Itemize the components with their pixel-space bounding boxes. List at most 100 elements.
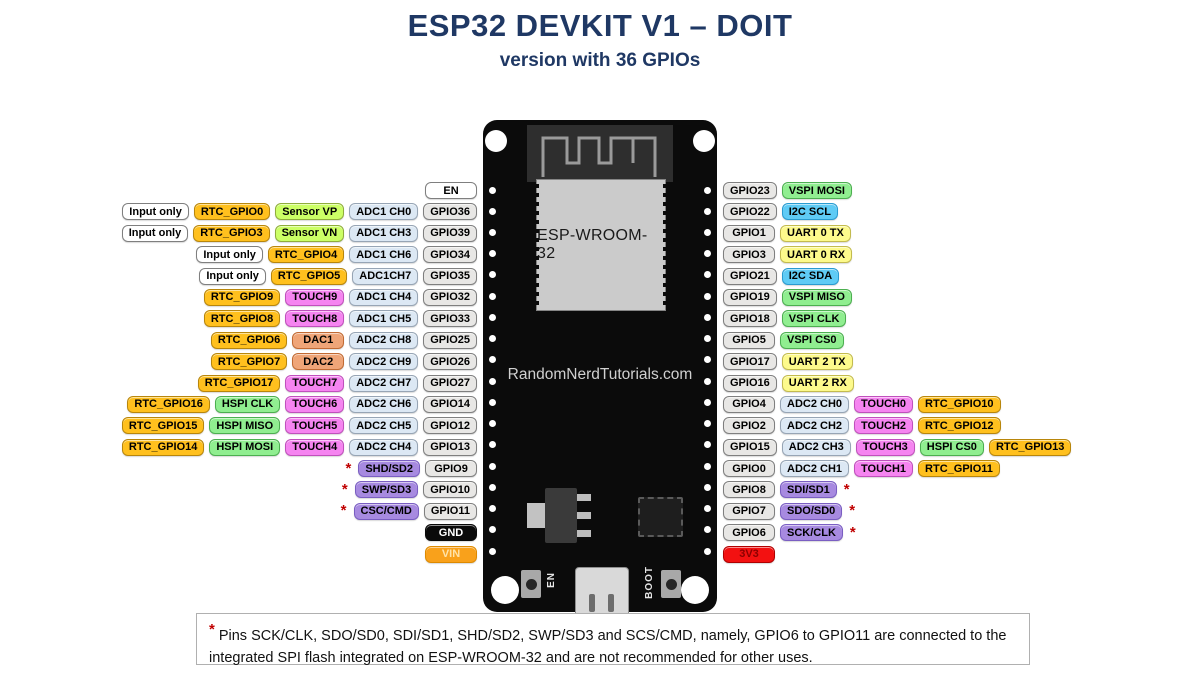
pin-label-gpio22: GPIO22	[723, 203, 777, 221]
pin-label-adc2-ch0: ADC2 CH0	[780, 395, 850, 413]
pin-hole	[704, 420, 711, 428]
pin-label-gpio9: GPIO9	[425, 460, 477, 478]
pin-label-rtc-gpio4: RTC_GPIO4	[267, 246, 345, 264]
pin-label-gpio18: GPIO18	[723, 310, 777, 328]
pin-label-rtc-gpio14: RTC_GPIO14	[121, 438, 205, 456]
pin-label-gpio25: GPIO25	[423, 331, 477, 349]
pin-row: GND	[425, 524, 477, 542]
pin-label-rtc-gpio7: RTC_GPIO7	[210, 353, 288, 371]
pin-label-gpio35: GPIO35	[423, 267, 477, 285]
pin-hole	[704, 398, 711, 406]
wifi-antenna	[527, 125, 673, 182]
pin-hole	[489, 207, 496, 215]
pin-label-rtc-gpio11: RTC_GPIO11	[918, 460, 1000, 478]
pin-hole	[704, 250, 711, 258]
pin-label-sensor-vp: Sensor VP	[275, 203, 345, 221]
pin-label-gpio10: GPIO10	[423, 481, 477, 499]
pin-label-dac2: DAC2	[292, 353, 345, 371]
en-button-label: EN	[546, 572, 557, 588]
pin-hole	[704, 207, 711, 215]
pin-hole	[704, 505, 711, 513]
pin-label-uart-2-rx: UART 2 RX	[781, 374, 854, 392]
pin-label-touch5: TOUCH5	[285, 417, 345, 435]
pin-label-touch8: TOUCH8	[285, 310, 345, 328]
esp-wroom-32-module: ESP-WROOM-32	[535, 179, 667, 311]
pin-label-sdi-sd1: SDI/SD1	[780, 481, 837, 499]
pin-label-touch1: TOUCH1	[854, 460, 914, 478]
pin-hole	[489, 420, 496, 428]
pin-label-gpio16: GPIO16	[723, 374, 777, 392]
pin-hole	[704, 271, 711, 279]
boot-button-label: BOOT	[644, 566, 655, 599]
usb-uart-chip	[638, 497, 683, 537]
pin-label-gpio32: GPIO32	[423, 288, 477, 306]
pin-label-csc-cmd: CSC/CMD	[353, 502, 419, 520]
pin-label-gpio14: GPIO14	[423, 395, 477, 413]
boot-button[interactable]	[661, 570, 681, 598]
footnote-box: *Pins SCK/CLK, SDO/SD0, SDI/SD1, SHD/SD2…	[196, 613, 1030, 666]
regulator-leg	[577, 530, 591, 537]
mounting-hole	[491, 576, 519, 604]
pin-label-i2c-scl: I2C SCL	[781, 203, 838, 221]
pin-label-swp-sd3: SWP/SD3	[354, 481, 419, 499]
pin-hole	[489, 483, 496, 491]
pin-label-touch3: TOUCH3	[855, 438, 915, 456]
pin-label-uart-2-tx: UART 2 TX	[781, 353, 853, 371]
pin-label-hspi-miso: HSPI MISO	[209, 417, 281, 435]
pin-label-rtc-gpio3: RTC_GPIO3	[193, 224, 270, 242]
pin-hole	[489, 271, 496, 279]
pin-label-rtc-gpio10: RTC_GPIO10	[918, 395, 1001, 413]
pin-label-touch7: TOUCH7	[285, 374, 345, 392]
en-button[interactable]	[521, 570, 541, 598]
pin-hole	[704, 547, 711, 555]
pin-label-gpio8: GPIO8	[723, 481, 775, 499]
pin-label-rtc-gpio12: RTC_GPIO12	[918, 417, 1001, 435]
pin-label-gpio34: GPIO34	[423, 246, 477, 264]
pin-label-rtc-gpio9: RTC_GPIO9	[203, 288, 281, 306]
pin-label-adc2-ch4: ADC2 CH4	[349, 438, 419, 456]
pin-label-gpio15: GPIO15	[723, 438, 777, 456]
pin-label-rtc-gpio13: RTC_GPIO13	[988, 438, 1072, 456]
pin-hole	[489, 292, 496, 300]
pin-label-sdo-sd0: SDO/SD0	[780, 502, 843, 520]
pin-label-rtc-gpio8: RTC_GPIO8	[203, 310, 281, 328]
pin-hole	[704, 335, 711, 343]
pin-label-gpio17: GPIO17	[723, 353, 777, 371]
pin-hole	[489, 398, 496, 406]
pin-label-3v3: 3V3	[723, 545, 775, 563]
pin-row: VIN	[425, 545, 477, 563]
pin-label-en: EN	[425, 182, 477, 199]
pin-label-gnd: GND	[425, 524, 477, 542]
pin-label-rtc-gpio15: RTC_GPIO15	[121, 417, 205, 435]
pin-label-gpio13: GPIO13	[423, 438, 477, 456]
pin-hole	[489, 462, 496, 470]
pin-label-adc2-ch9: ADC2 CH9	[349, 353, 419, 371]
pin-label-gpio4: GPIO4	[723, 395, 775, 413]
pin-label-gpio33: GPIO33	[423, 310, 477, 328]
pin-hole	[489, 377, 496, 385]
pin-label-gpio5: GPIO5	[723, 331, 775, 349]
pin-label-gpio19: GPIO19	[723, 288, 777, 306]
esp32-board: ESP-WROOM-32 RandomNerdTutorials.com EN …	[483, 120, 717, 627]
en-button-cap	[525, 578, 537, 590]
pin-label-vspi-clk: VSPI CLK	[781, 310, 847, 328]
page-title: ESP32 DEVKIT V1 – DOIT	[407, 8, 793, 43]
pin-label-gpio26: GPIO26	[423, 353, 477, 371]
pin-hole	[704, 228, 711, 236]
